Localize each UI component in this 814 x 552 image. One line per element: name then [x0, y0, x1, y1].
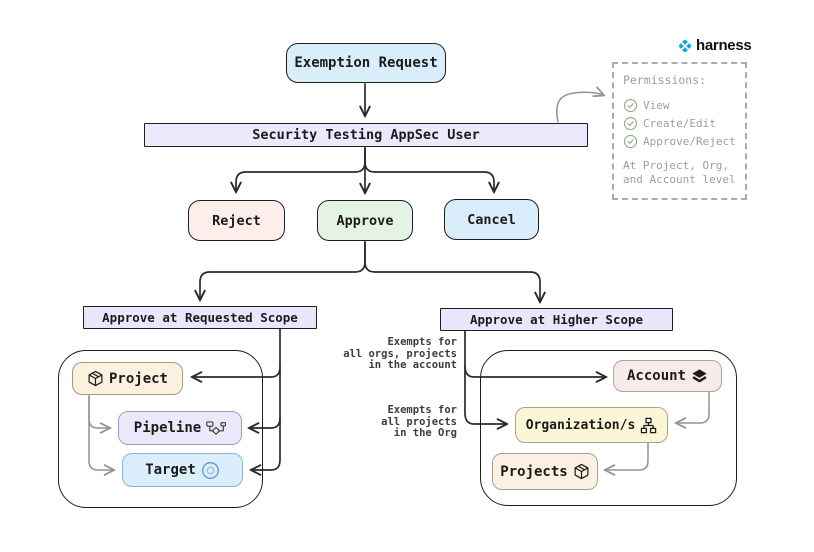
pipeline-node: Pipeline	[118, 411, 242, 445]
exemption-request-node: Exemption Request	[286, 43, 446, 83]
approve-requested-scope-label: Approve at Requested Scope	[102, 310, 298, 325]
permissions-panel: Permissions: View Create/Edit Approve/Re…	[612, 62, 747, 200]
check-circle-icon	[623, 134, 638, 149]
organizations-label: Organization/s	[525, 417, 636, 433]
permission-item-view: View	[623, 98, 737, 113]
appsec-user-node: Security Testing AppSec User	[144, 123, 588, 147]
target-node: Target	[122, 453, 243, 487]
target-label: Target	[145, 462, 196, 478]
permissions-scope-note: At Project, Org, and Account level	[623, 159, 736, 186]
project-label: Project	[108, 370, 168, 387]
cancel-node: Cancel	[444, 199, 539, 240]
harness-wordmark: harness	[696, 37, 752, 54]
permission-item-create-edit: Create/Edit	[623, 116, 737, 131]
reject-node: Reject	[188, 200, 285, 241]
reject-label: Reject	[212, 212, 261, 229]
appsec-user-label: Security Testing AppSec User	[252, 127, 480, 143]
account-node: Account	[613, 360, 722, 392]
pipeline-icon	[206, 420, 227, 435]
projects-node: Projects	[492, 453, 598, 490]
layers-icon	[692, 368, 707, 382]
permission-item-approve-reject: Approve/Reject	[623, 134, 737, 149]
pipeline-label: Pipeline	[133, 420, 202, 436]
package-cube-icon	[574, 463, 589, 480]
cancel-label: Cancel	[467, 211, 516, 228]
target-icon	[201, 461, 219, 479]
approve-higher-scope-node: Approve at Higher Scope	[440, 308, 673, 331]
account-exemption-note: Exempts for all orgs, projects in the ac…	[343, 336, 457, 371]
package-cube-icon	[88, 370, 103, 387]
harness-logo-icon	[678, 39, 692, 52]
approve-higher-scope-label: Approve at Higher Scope	[469, 312, 644, 327]
projects-label: Projects	[500, 463, 568, 480]
approve-node: Approve	[317, 200, 413, 241]
requested-scope-container	[58, 350, 263, 508]
harness-logo: harness	[677, 37, 752, 54]
approve-label: Approve	[336, 212, 394, 229]
exemption-request-label: Exemption Request	[294, 55, 438, 71]
permissions-title: Permissions:	[623, 73, 707, 87]
project-node: Project	[72, 362, 183, 395]
org-exemption-note: Exempts for all projects in the Org	[381, 404, 457, 439]
organizations-node: Organization/s	[515, 407, 668, 443]
check-circle-icon	[623, 116, 638, 131]
check-circle-icon	[623, 98, 638, 113]
approve-requested-scope-node: Approve at Requested Scope	[83, 306, 317, 329]
higher-scope-container	[480, 350, 737, 506]
account-label: Account	[626, 368, 686, 384]
org-chart-icon	[641, 417, 657, 433]
